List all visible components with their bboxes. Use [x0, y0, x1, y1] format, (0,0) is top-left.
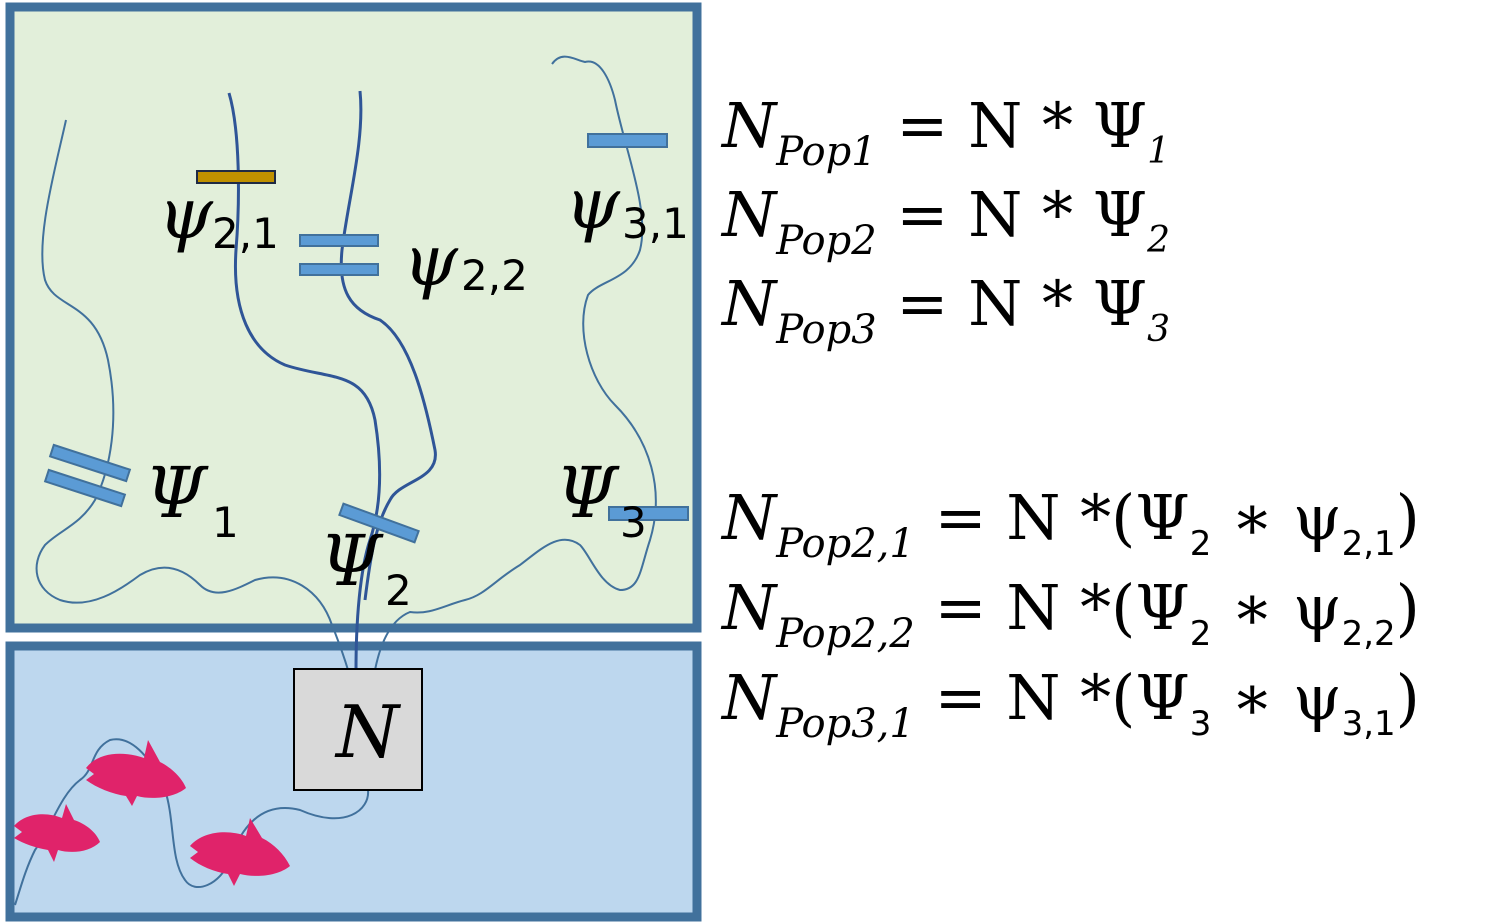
- label-Psi-2-subscript: 2: [385, 566, 412, 615]
- equation-pop3-1-index1: 3: [1189, 704, 1212, 744]
- label-Psi-1-subscript: 1: [212, 498, 239, 547]
- equation-pop3-lhs: N: [722, 267, 777, 340]
- equation-pop2-2-index1: 2: [1189, 614, 1212, 654]
- stream-2-2: [339, 90, 437, 601]
- equation-pop2-1: NPop2,1 = N *(Ψ2 ∗ ψ2,1): [722, 487, 1420, 567]
- equation-pop2-rest: = N * Ψ: [896, 178, 1148, 251]
- equation-pop2-index: 2: [1147, 220, 1171, 261]
- equation-pop3-1-lhs-sub: Pop3,1: [776, 701, 915, 747]
- node-N-label: N: [334, 690, 402, 774]
- label-Psi-3: Ψ 3: [556, 452, 647, 547]
- equation-pop2-1-index1: 2: [1189, 524, 1212, 564]
- label-Psi-2-symbol: Ψ: [320, 520, 384, 602]
- equation-pop2-1-mid: ∗ ψ: [1211, 481, 1342, 554]
- label-Psi-1-symbol: Ψ: [145, 452, 209, 534]
- equation-pop2-2-post: ): [1395, 571, 1420, 644]
- equation-pop3-lhs-sub: Pop3: [776, 307, 877, 353]
- barrier-psi-2-2-bottom: [299, 263, 379, 276]
- equation-pop3-index: 3: [1147, 309, 1171, 350]
- equation-pop1-lhs-sub: Pop1: [776, 129, 877, 175]
- equation-pop2-1-index2: 2,1: [1341, 524, 1396, 564]
- equation-pop2-2-mid: ∗ ψ: [1211, 571, 1342, 644]
- equation-pop1-index: 1: [1147, 131, 1171, 172]
- barrier-Psi-2: [338, 502, 420, 544]
- label-psi-2-1-symbol: ψ: [158, 173, 214, 255]
- equation-pop3-1-mid: ∗ ψ: [1211, 661, 1342, 734]
- label-Psi-3-symbol: Ψ: [556, 452, 620, 534]
- equation-pop2-lhs: N: [722, 178, 777, 251]
- barrier-psi-2-1: [196, 170, 276, 184]
- label-Psi-3-subscript: 3: [620, 498, 647, 547]
- fish-3: [190, 818, 290, 886]
- equation-pop2-2-pre: = N *(Ψ: [934, 571, 1190, 644]
- equation-pop2-1-post: ): [1395, 481, 1420, 554]
- fish-2: [14, 804, 100, 862]
- barrier-psi-3-1: [587, 133, 668, 148]
- equation-pop3-rest: = N * Ψ: [896, 267, 1148, 340]
- label-psi-2-1: ψ 2,1: [158, 173, 279, 258]
- label-Psi-2: Ψ 2: [320, 520, 412, 615]
- label-psi-3-1-subscript: 3,1: [622, 199, 689, 248]
- equation-pop3-1-post: ): [1395, 661, 1420, 734]
- equation-pop1-rest: = N * Ψ: [896, 89, 1148, 162]
- barrier-Psi-1-bottom: [43, 468, 127, 508]
- equation-pop2-1-pre: = N *(Ψ: [934, 481, 1190, 554]
- label-psi-3-1-symbol: ψ: [565, 163, 621, 245]
- equation-pop3: NPop3 = N * Ψ3: [722, 273, 1171, 353]
- equation-pop2-2-index2: 2,2: [1341, 614, 1396, 654]
- label-psi-2-2-subscript: 2,2: [461, 251, 528, 300]
- equation-pop3-1: NPop3,1 = N *(Ψ3 ∗ ψ3,1): [722, 667, 1420, 747]
- equation-pop2-1-lhs-sub: Pop2,1: [776, 521, 915, 567]
- label-psi-2-2-symbol: ψ: [403, 220, 459, 302]
- label-psi-3-1: ψ 3,1: [565, 163, 689, 248]
- barrier-psi-2-2-top: [299, 234, 379, 247]
- barrier-Psi-3: [608, 506, 689, 521]
- equation-pop2-1-lhs: N: [722, 481, 777, 554]
- label-psi-2-1-subscript: 2,1: [212, 209, 279, 258]
- equation-pop2-2-lhs: N: [722, 571, 777, 644]
- equation-pop3-1-index2: 3,1: [1341, 704, 1396, 744]
- equation-pop1: NPop1 = N * Ψ1: [722, 95, 1171, 175]
- equation-pop3-1-lhs: N: [722, 661, 777, 734]
- equation-pop2-2-lhs-sub: Pop2,2: [776, 611, 915, 657]
- stream-2-1: [227, 92, 382, 671]
- barrier-Psi-1-top: [48, 443, 132, 483]
- fish-1: [86, 740, 186, 806]
- stream-3: [374, 55, 657, 671]
- equation-pop2-lhs-sub: Pop2: [776, 218, 877, 264]
- equation-pop3-1-pre: = N *(Ψ: [934, 661, 1190, 734]
- label-Psi-1: Ψ 1: [145, 452, 239, 547]
- node-N-box: [293, 668, 423, 791]
- equation-pop1-lhs: N: [722, 89, 777, 162]
- equation-pop2-2: NPop2,2 = N *(Ψ2 ∗ ψ2,2): [722, 577, 1420, 657]
- label-psi-2-2: ψ 2,2: [403, 220, 528, 302]
- stream-1: [35, 119, 349, 671]
- equation-pop2: NPop2 = N * Ψ2: [722, 184, 1171, 264]
